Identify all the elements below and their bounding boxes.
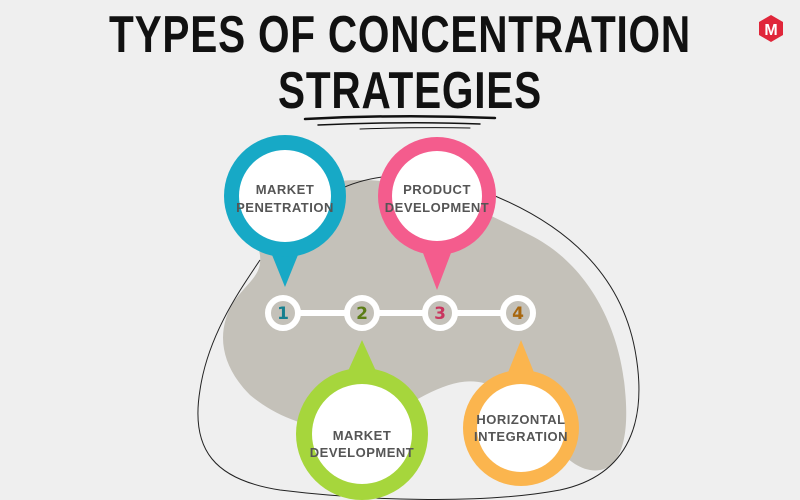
strategy-pin-horizontal-integration: HORIZONTAL INTEGRATION	[463, 340, 579, 486]
svg-text:3: 3	[434, 304, 446, 324]
strategy-pin-market-penetration: MARKET PENETRATION	[224, 135, 346, 287]
strategy-pin-product-development: PRODUCT DEVELOPMENT	[378, 137, 496, 290]
strategy-2-label-line2: DEVELOPMENT	[310, 445, 414, 460]
strategy-pin-market-development: MARKET DEVELOPMENT	[296, 340, 428, 500]
strategy-1-label-line2: PENETRATION	[236, 200, 334, 215]
strategy-4-label-line1: HORIZONTAL	[476, 412, 565, 427]
step-node-2: 2	[344, 295, 380, 331]
title-line-2: STRATEGIES	[278, 61, 542, 119]
strategy-3-label-line2: DEVELOPMENT	[385, 200, 489, 215]
strategy-1-label-line1: MARKET	[256, 182, 315, 197]
step-node-4: 4	[500, 295, 536, 331]
strategy-2-label-line1: MARKET	[333, 428, 392, 443]
svg-text:1: 1	[277, 304, 289, 324]
svg-text:2: 2	[356, 304, 368, 324]
brand-logo: M	[759, 15, 783, 42]
svg-text:4: 4	[512, 304, 524, 324]
svg-text:M: M	[764, 22, 777, 39]
title-underline	[303, 114, 497, 130]
step-node-3: 3	[422, 295, 458, 331]
strategy-3-label-line1: PRODUCT	[403, 182, 471, 197]
strategy-4-label-line2: INTEGRATION	[474, 429, 568, 444]
title-line-1: TYPES OF CONCENTRATION	[109, 5, 691, 63]
step-node-1: 1	[265, 295, 301, 331]
